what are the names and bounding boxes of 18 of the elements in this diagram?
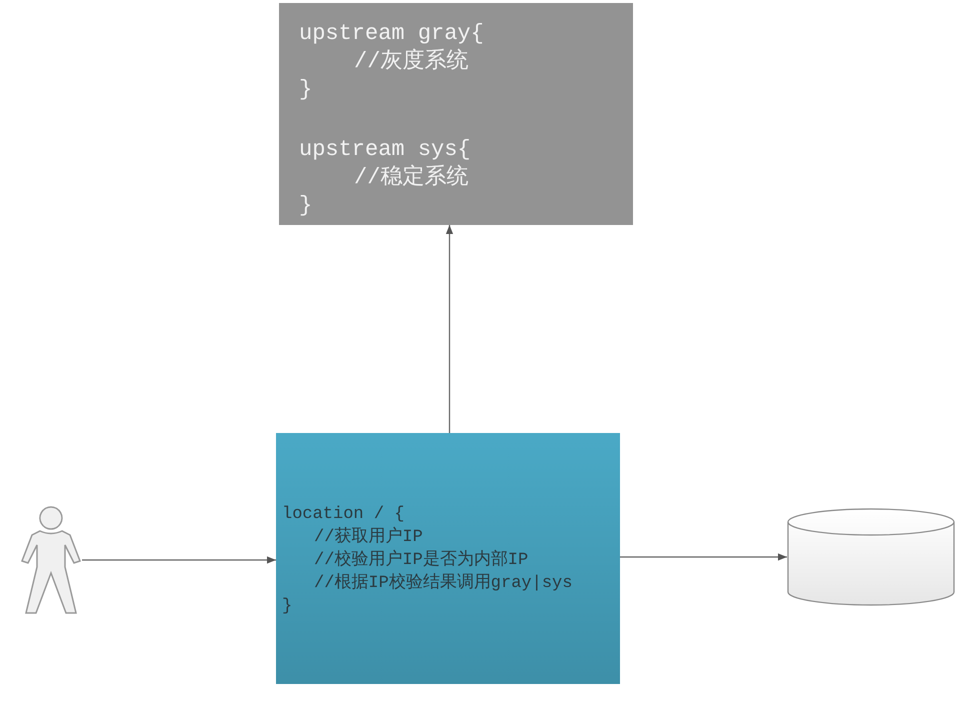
code-line: //获取用户IP: [314, 527, 423, 548]
code-line: }: [299, 193, 312, 219]
code-box: [276, 433, 620, 684]
database-cylinder: [787, 508, 955, 606]
person-icon: [20, 505, 82, 615]
code-line: }: [299, 77, 312, 103]
arrow: [82, 556, 276, 564]
code-box: [279, 3, 633, 225]
arrow: [620, 553, 787, 561]
code-line: upstream gray{: [299, 21, 484, 47]
code-line: location / {: [282, 504, 404, 525]
code-line: upstream sys{: [299, 137, 471, 163]
code-line: //根据IP校验结果调用gray|sys: [314, 573, 572, 594]
code-line: }: [282, 596, 292, 617]
code-line: //灰度系统: [354, 49, 468, 75]
code-line: //校验用户IP是否为内部IP: [314, 550, 528, 571]
arrow: [446, 225, 454, 433]
code-line: //稳定系统: [354, 165, 468, 191]
